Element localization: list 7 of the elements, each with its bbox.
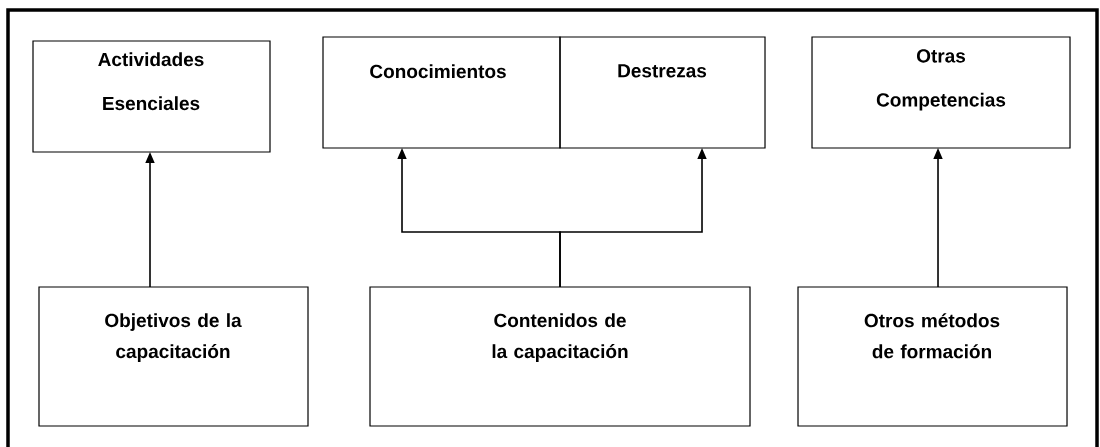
- process-box: Destrezas: [559, 36, 766, 149]
- process-box: Contenidos de la capacitación: [369, 286, 751, 427]
- process-box: Otros métodos de formación: [797, 286, 1068, 427]
- process-box: Conocimientos: [322, 36, 561, 149]
- process-box: Actividades Esenciales: [32, 40, 271, 153]
- process-box: Otras Competencias: [811, 36, 1071, 149]
- process-box: Objetivos de la capacitación: [38, 286, 309, 427]
